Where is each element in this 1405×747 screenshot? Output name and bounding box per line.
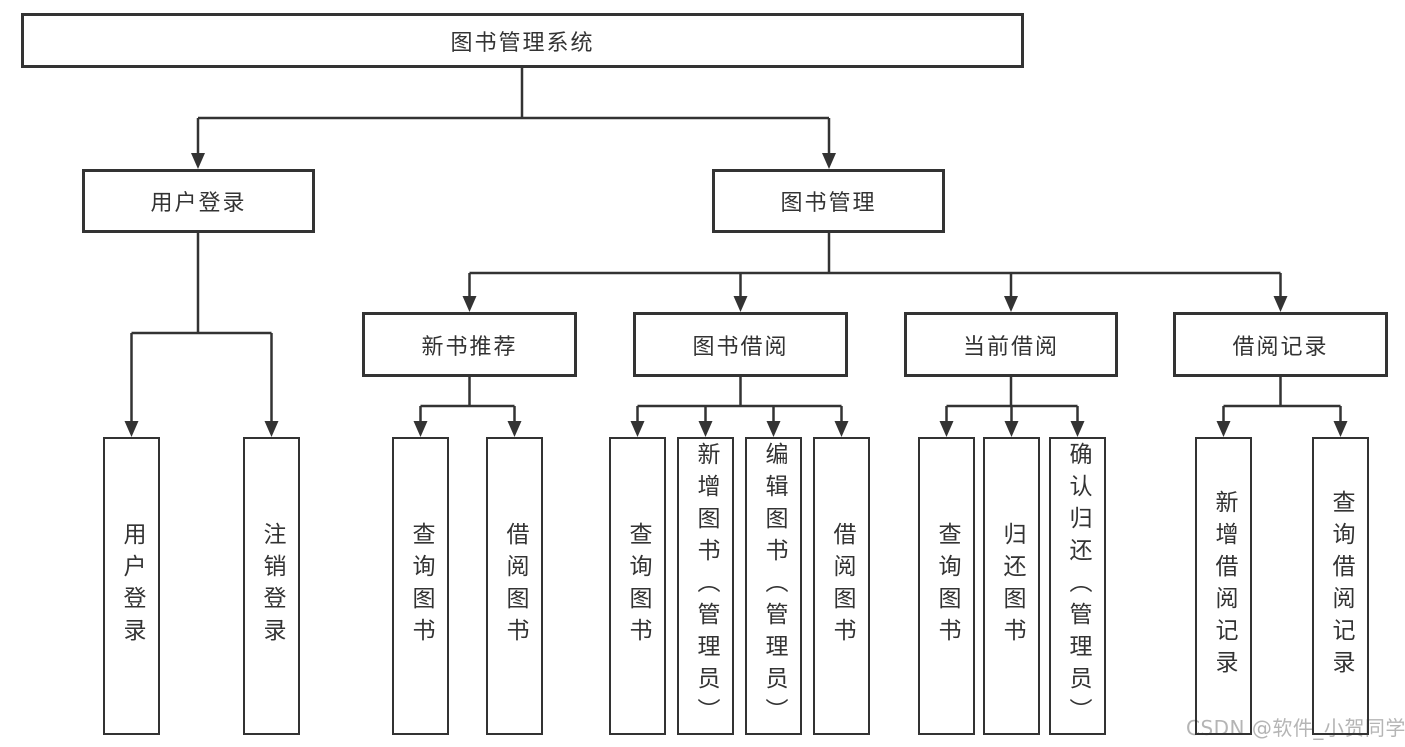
arrowhead-icon [1333, 421, 1348, 437]
leaf-query-book-recommend: 查询图书 [392, 437, 449, 735]
leaf-query-book-current: 查询图书 [918, 437, 975, 735]
leaf-label: 新增图书（管理员） [693, 442, 719, 730]
leaf-edit-book-admin: 编辑图书（管理员） [745, 437, 802, 735]
leaf-label: 查询图书 [408, 522, 434, 650]
node-book-management: 图书管理 [712, 169, 945, 233]
leaf-borrow-book: 借阅图书 [813, 437, 870, 735]
leaf-label: 查询图书 [934, 522, 960, 650]
leaf-label: 编辑图书（管理员） [761, 442, 787, 730]
connector-book-management [468, 233, 1282, 299]
arrowhead-icon [507, 421, 522, 437]
leaf-label: 借阅图书 [502, 522, 528, 650]
arrowhead-icon [1004, 296, 1018, 312]
arrowhead-icon [766, 421, 781, 437]
arrowhead-icon [1216, 421, 1231, 437]
leaf-label: 新增借阅记录 [1211, 490, 1237, 682]
arrowhead-icon [939, 421, 954, 437]
arrowhead-icon [1273, 296, 1288, 312]
leaf-label: 归还图书 [999, 522, 1025, 650]
node-label: 新书推荐 [421, 334, 518, 360]
leaf-query-borrow-record: 查询借阅记录 [1312, 437, 1369, 735]
leaf-user-login: 用户登录 [103, 437, 160, 735]
node-label: 当前借阅 [962, 334, 1059, 360]
leaf-add-book-admin: 新增图书（管理员） [677, 437, 734, 735]
arrowhead-icon [630, 421, 645, 437]
arrowhead-icon [822, 153, 836, 169]
arrowhead-icon [264, 421, 279, 437]
node-book-borrow: 图书借阅 [633, 312, 848, 377]
csdn-watermark: CSDN @软件_小贺同学 [1186, 716, 1405, 740]
leaf-label: 用户登录 [119, 522, 145, 650]
arrowhead-icon [462, 296, 477, 312]
leaf-return-book: 归还图书 [983, 437, 1040, 735]
node-current-borrow: 当前借阅 [904, 312, 1118, 377]
node-user-login: 用户登录 [82, 169, 315, 233]
node-label: 图书借阅 [692, 334, 789, 360]
arrowhead-icon [191, 153, 205, 169]
arrowhead-icon [124, 421, 139, 437]
node-borrow-records: 借阅记录 [1173, 312, 1388, 377]
connector-root [196, 68, 831, 156]
connector-new-book-recommend [419, 377, 516, 424]
node-label: 图书管理 [780, 191, 877, 216]
node-label: 图书管理系统 [450, 30, 595, 56]
arrowhead-icon [733, 296, 748, 312]
leaf-label: 查询借阅记录 [1328, 490, 1354, 682]
node-root: 图书管理系统 [21, 13, 1024, 68]
node-label: 借阅记录 [1232, 334, 1329, 360]
leaf-label: 查询图书 [625, 522, 651, 650]
arrowhead-icon [834, 421, 849, 437]
leaf-add-borrow-record: 新增借阅记录 [1195, 437, 1252, 735]
connector-borrow-records [1222, 377, 1342, 424]
arrowhead-icon [1004, 421, 1019, 437]
leaf-logout: 注销登录 [243, 437, 300, 735]
leaf-label: 借阅图书 [829, 522, 855, 650]
node-label: 用户登录 [150, 191, 247, 216]
leaf-label: 确认归还（管理员） [1065, 442, 1091, 730]
connector-current-borrow [945, 377, 1079, 424]
arrowhead-icon [1070, 421, 1085, 437]
connector-book-borrow [636, 377, 843, 424]
node-new-book-recommend: 新书推荐 [362, 312, 577, 377]
arrowhead-icon [698, 421, 713, 437]
leaf-borrow-book-recommend: 借阅图书 [486, 437, 543, 735]
leaf-query-book-borrow: 查询图书 [609, 437, 666, 735]
arrowhead-icon [413, 421, 428, 437]
leaf-label: 注销登录 [259, 522, 285, 650]
leaf-confirm-return-admin: 确认归还（管理员） [1049, 437, 1106, 735]
connector-user-login [130, 233, 273, 424]
